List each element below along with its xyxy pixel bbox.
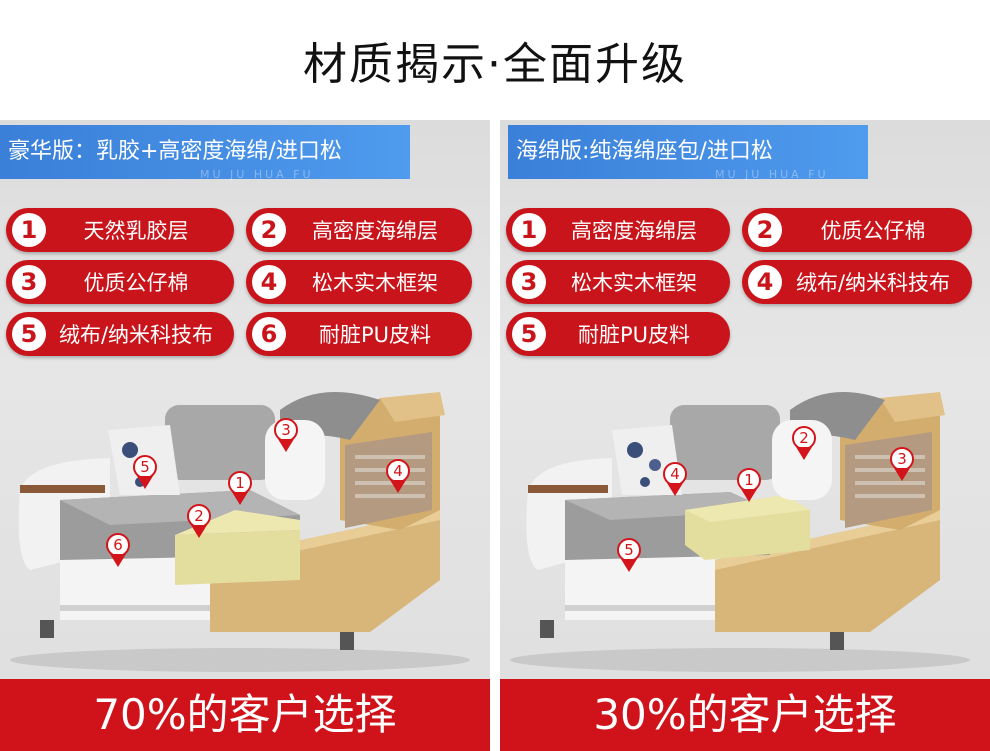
marker-1: 1 — [228, 471, 252, 505]
marker-3: 3 — [890, 447, 914, 481]
marker-3: 3 — [274, 418, 298, 452]
feature-item: 4 绒布/纳米科技布 — [742, 260, 972, 304]
deluxe-version-panel: 豪华版：乳胶+高密度海绵/进口松 MU JU HUA FU 1 天然乳胶层 2 … — [0, 120, 490, 751]
marker-label: 3 — [897, 450, 907, 468]
feature-label: 松木实木框架 — [312, 271, 438, 295]
feature-item: 2 高密度海绵层 — [246, 208, 472, 252]
marker-label: 1 — [235, 474, 245, 492]
feature-label: 天然乳胶层 — [83, 219, 189, 243]
marker-label: 3 — [281, 421, 291, 439]
feature-number: 6 — [252, 317, 286, 351]
feature-item: 3 松木实木框架 — [506, 260, 730, 304]
feature-label: 优质公仔棉 — [820, 219, 926, 243]
feature-item: 4 松木实木框架 — [246, 260, 472, 304]
customer-choice-banner: 70%的客户选择 — [0, 679, 490, 751]
feature-item: 6 耐脏PU皮料 — [246, 312, 472, 356]
marker-6: 6 — [106, 533, 130, 567]
feature-number: 1 — [12, 213, 46, 247]
marker-2: 2 — [792, 426, 816, 460]
deluxe-version-header: 豪华版：乳胶+高密度海绵/进口松 — [0, 125, 410, 179]
feature-label: 绒布/纳米科技布 — [795, 271, 951, 295]
marker-4: 4 — [663, 462, 687, 496]
feature-number: 3 — [512, 265, 546, 299]
sponge-version-panel: 海绵版:纯海绵座包/进口松 MU JU HUA FU 1 高密度海绵层 2 优质… — [500, 120, 990, 751]
marker-4: 4 — [386, 459, 410, 493]
customer-choice-banner: 30%的客户选择 — [500, 679, 990, 751]
feature-item: 1 高密度海绵层 — [506, 208, 730, 252]
wood-frame-base — [210, 510, 440, 632]
feature-number: 3 — [12, 265, 46, 299]
feature-label: 绒布/纳米科技布 — [58, 323, 214, 347]
marker-5: 5 — [133, 455, 157, 489]
wood-frame-base — [715, 510, 940, 632]
marker-5: 5 — [617, 538, 641, 572]
feature-item: 2 优质公仔棉 — [742, 208, 972, 252]
feature-item: 3 优质公仔棉 — [6, 260, 234, 304]
marker-2: 2 — [187, 504, 211, 538]
feature-number: 5 — [512, 317, 546, 351]
sofa-cutaway-illustration: 1 2 3 4 5 — [510, 392, 970, 672]
feature-number: 2 — [748, 213, 782, 247]
feature-number: 1 — [512, 213, 546, 247]
marker-label: 4 — [393, 462, 403, 480]
feature-number: 4 — [748, 265, 782, 299]
sofa-cutaway-illustration: 1 2 3 4 5 — [10, 392, 470, 672]
feature-item: 5 耐脏PU皮料 — [506, 312, 730, 356]
marker-label: 5 — [140, 458, 150, 476]
watermark: MU JU HUA FU — [715, 168, 829, 181]
page-title: 材质揭示·全面升级 — [303, 39, 687, 90]
marker-label: 2 — [799, 429, 809, 447]
feature-number: 2 — [252, 213, 286, 247]
marker-label: 2 — [194, 507, 204, 525]
feature-label: 耐脏PU皮料 — [577, 323, 691, 347]
feature-label: 高密度海绵层 — [571, 219, 697, 243]
feature-number: 5 — [12, 317, 46, 351]
foam-layer — [175, 530, 300, 585]
marker-label: 6 — [113, 536, 123, 554]
feature-label: 松木实木框架 — [571, 271, 697, 295]
feature-item: 1 天然乳胶层 — [6, 208, 234, 252]
marker-label: 4 — [670, 465, 680, 483]
watermark: MU JU HUA FU — [200, 168, 314, 181]
sponge-version-header: 海绵版:纯海绵座包/进口松 — [508, 125, 868, 179]
feature-label: 耐脏PU皮料 — [318, 323, 432, 347]
marker-1: 1 — [737, 468, 761, 502]
marker-label: 1 — [744, 471, 754, 489]
feature-label: 高密度海绵层 — [312, 219, 438, 243]
feature-label: 优质公仔棉 — [83, 271, 189, 295]
feature-item: 5 绒布/纳米科技布 — [6, 312, 234, 356]
marker-label: 5 — [624, 541, 634, 559]
feature-number: 4 — [252, 265, 286, 299]
